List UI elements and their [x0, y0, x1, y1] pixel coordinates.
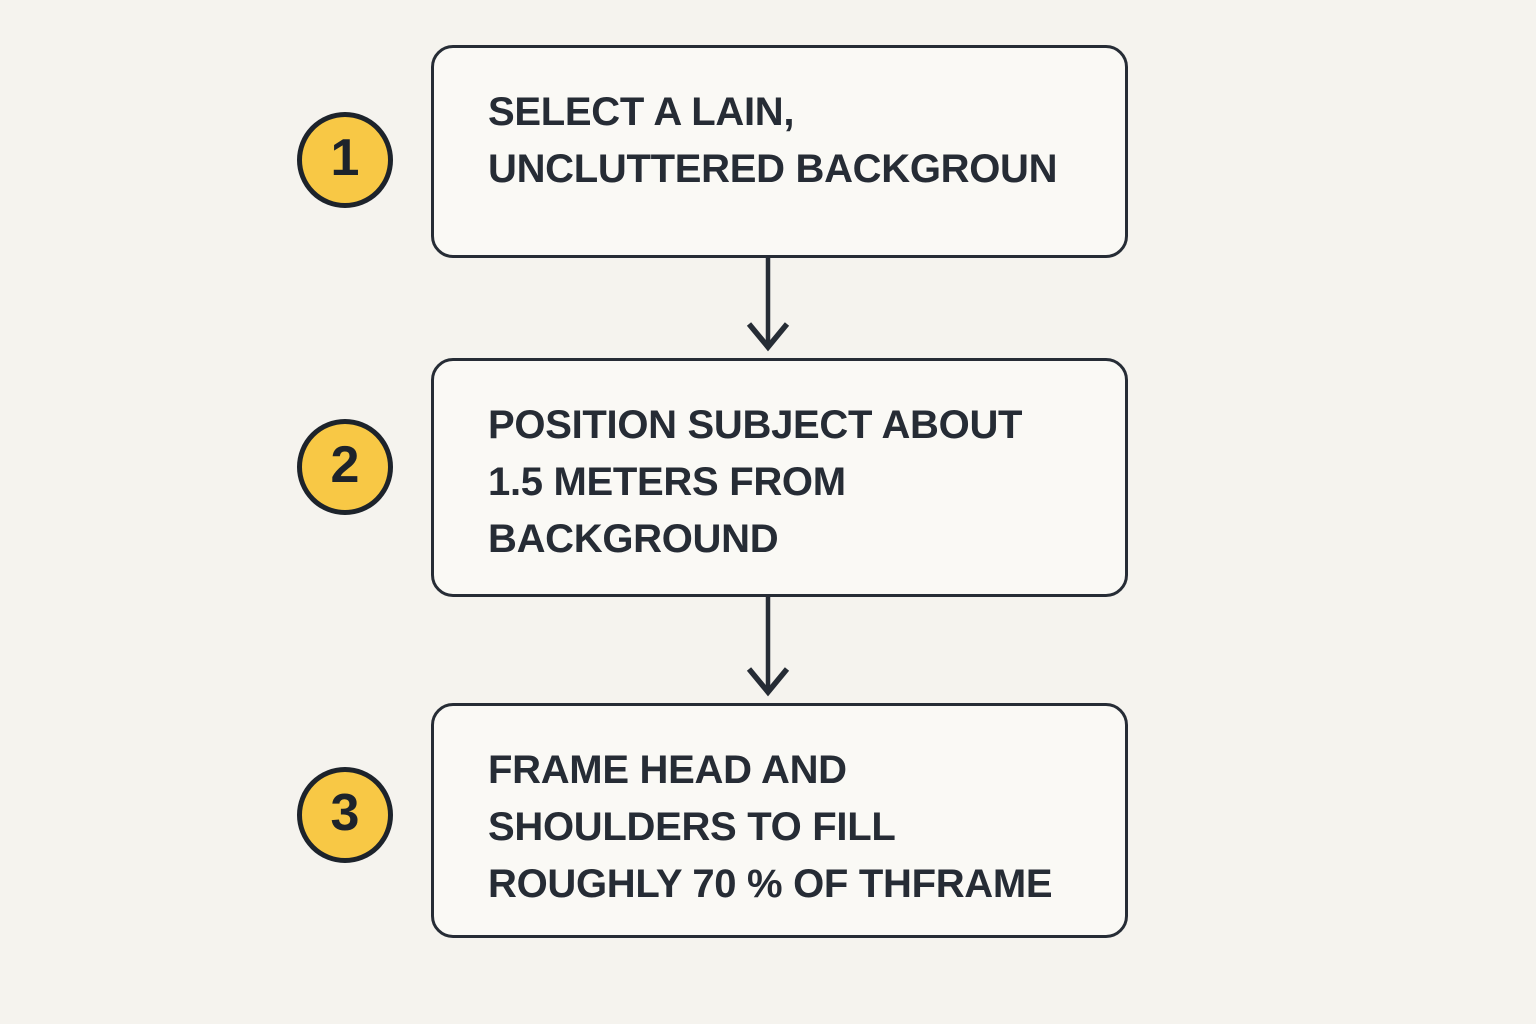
step-1-number: 1 — [330, 129, 360, 187]
arrow-head-icon — [746, 667, 790, 697]
step-3-label: FRAME HEAD AND SHOULDERS TO FILL ROUGHLY… — [488, 748, 1053, 906]
step-2-label: POSITION SUBJECT ABOUT 1.5 METERS FROM B… — [488, 403, 1023, 561]
step-3-badge: 3 — [297, 767, 393, 863]
step-3-box: FRAME HEAD AND SHOULDERS TO FILL ROUGHLY… — [431, 703, 1128, 938]
arrow-step1-to-step2 — [738, 258, 798, 355]
step-2-number: 2 — [330, 436, 360, 494]
step-3-number: 3 — [330, 784, 360, 842]
step-2-box: POSITION SUBJECT ABOUT 1.5 METERS FROM B… — [431, 358, 1128, 597]
arrow-step2-to-step3 — [738, 597, 798, 700]
step-1-box: SELECT A LAIN, UNCLUTTERED BACKGROUN — [431, 45, 1128, 258]
arrow-head-icon — [746, 322, 790, 352]
step-1-label: SELECT A LAIN, UNCLUTTERED BACKGROUN — [488, 90, 1058, 191]
step-1-badge: 1 — [297, 112, 393, 208]
step-2-badge: 2 — [297, 419, 393, 515]
